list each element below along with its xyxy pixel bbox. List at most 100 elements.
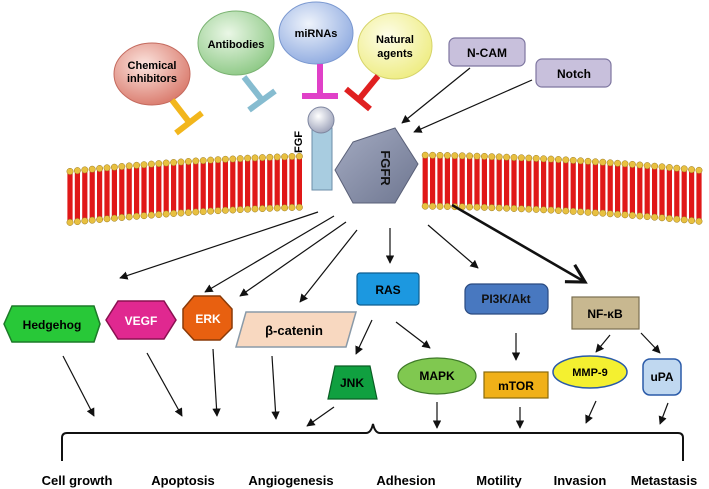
mmp9-label: MMP-9: [572, 367, 607, 379]
membrane-lipid-head: [162, 159, 170, 167]
membrane-lipid-tail: [629, 165, 635, 216]
membrane-lipid-head: [207, 207, 215, 215]
membrane-lipid-head: [680, 165, 688, 173]
membrane-lipid-head: [651, 162, 659, 170]
membrane-lipid-head: [147, 211, 155, 219]
membrane-lipid-head: [628, 211, 636, 219]
membrane-lipid-tail: [652, 167, 658, 218]
membrane-lipid-head: [680, 216, 688, 224]
membrane-lipid-tail: [622, 164, 628, 215]
membrane-lipid-tail: [245, 159, 251, 210]
membrane-lipid-tail: [119, 167, 125, 218]
membrane-lipid-tail: [97, 169, 103, 220]
membrane-lipid-tail: [681, 169, 687, 220]
membrane-lipid-head: [554, 156, 562, 163]
membrane-lipid-head: [473, 203, 481, 211]
membrane-lipid-tail: [674, 169, 680, 220]
membrane-lipid-head: [177, 158, 185, 166]
membrane-lipid-head: [221, 206, 229, 214]
membrane-lipid-head: [125, 162, 133, 170]
membrane-lipid-tail: [444, 156, 450, 207]
membrane-lipid-head: [688, 217, 696, 225]
membrane-lipid-head: [606, 210, 614, 218]
membrane-lipid-tail: [252, 158, 258, 209]
pi3k-akt-node: PI3K/Akt: [464, 283, 549, 315]
erk-node: ERK: [182, 295, 233, 341]
membrane-lipid-head: [214, 156, 222, 164]
membrane-lipid-head: [688, 166, 696, 174]
membrane-lipid-tail: [518, 158, 524, 209]
membrane-lipid-head: [140, 212, 148, 220]
membrane-lipid-head: [495, 153, 503, 161]
membrane-lipid-head: [184, 158, 192, 165]
mmp9-node: MMP-9: [552, 355, 628, 389]
membrane-lipid-head: [96, 165, 104, 172]
ras-node: RAS: [356, 272, 420, 306]
outcome-metastasis: Metastasis: [631, 473, 697, 488]
membrane-lipid-head: [636, 212, 644, 220]
upa-node: uPA: [642, 358, 682, 396]
membrane-lipid-head: [118, 163, 126, 170]
outcome-motility: Motility: [476, 473, 522, 488]
membrane-lipid-head: [503, 153, 511, 161]
membrane-lipid-tail: [504, 158, 510, 209]
membrane-lipid-tail: [437, 156, 443, 207]
membrane-lipid-head: [96, 216, 104, 223]
notch-label: Notch: [557, 67, 591, 81]
membrane-lipid-head: [510, 154, 518, 161]
membrane-lipid-head: [73, 218, 81, 226]
membrane-lipid-head: [155, 211, 163, 219]
membrane-lipid-tail: [592, 162, 598, 213]
membrane-lipid-head: [118, 214, 126, 221]
nfkb-node: NF-κB: [571, 296, 640, 330]
membrane-lipid-head: [525, 205, 533, 213]
membrane-lipid-head: [643, 162, 651, 170]
membrane-lipid-head: [658, 163, 666, 171]
membrane-lipid-head: [695, 166, 703, 174]
membrane-lipid-tail: [163, 164, 169, 214]
membrane-lipid-head: [88, 216, 96, 224]
membrane-lipid-head: [258, 205, 266, 213]
membrane-lipid-head: [429, 151, 437, 159]
chemical-inhibition-bar: [169, 98, 204, 136]
membrane-lipid-head: [103, 164, 111, 172]
membrane-lipid-head: [517, 154, 525, 162]
fgfr-label: FGFR: [378, 150, 393, 186]
mtor-node: mTOR: [483, 371, 549, 399]
upa-label: uPA: [650, 370, 673, 384]
membrane-lipid-head: [451, 152, 459, 160]
membrane-lipid-tail: [666, 168, 672, 219]
membrane-lipid-tail: [111, 168, 117, 219]
natural-agents-label-2: agents: [377, 48, 412, 60]
membrane-lipid-head: [547, 206, 555, 214]
membrane-lipid-tail: [570, 161, 576, 212]
membrane-lipid-tail: [563, 160, 569, 211]
membrane-lipid-tail: [659, 167, 665, 218]
membrane-lipid-tail: [533, 159, 539, 210]
natural-agents-label-1: Natural: [376, 34, 414, 46]
membrane-lipid-head: [547, 155, 555, 163]
membrane-lipid-head: [192, 157, 200, 165]
vegf-node: VEGF: [105, 300, 177, 340]
membrane-lipid-head: [569, 207, 577, 215]
membrane-lipid-head: [665, 164, 673, 171]
membrane-lipid-head: [244, 154, 252, 162]
membrane-lipid-tail: [296, 157, 302, 208]
membrane-lipid-tail: [215, 160, 221, 211]
membrane-lipid-head: [266, 153, 274, 161]
vegf-label: VEGF: [125, 314, 158, 328]
membrane-lipid-head: [488, 204, 496, 212]
membrane-lipid-head: [81, 217, 89, 225]
membrane-lipid-tail: [600, 163, 606, 214]
ras-label: RAS: [375, 283, 400, 297]
membrane-lipid-head: [73, 167, 81, 175]
membrane-lipid-tail: [607, 163, 613, 214]
membrane-lipid-head: [488, 153, 496, 161]
membrane-lipid-head: [628, 160, 636, 168]
membrane-lipid-head: [244, 205, 252, 213]
membrane-lipid-head: [554, 207, 562, 214]
membrane-lipid-head: [236, 155, 244, 163]
jnk-label: JNK: [340, 376, 364, 390]
membrane-lipid-head: [192, 208, 200, 216]
